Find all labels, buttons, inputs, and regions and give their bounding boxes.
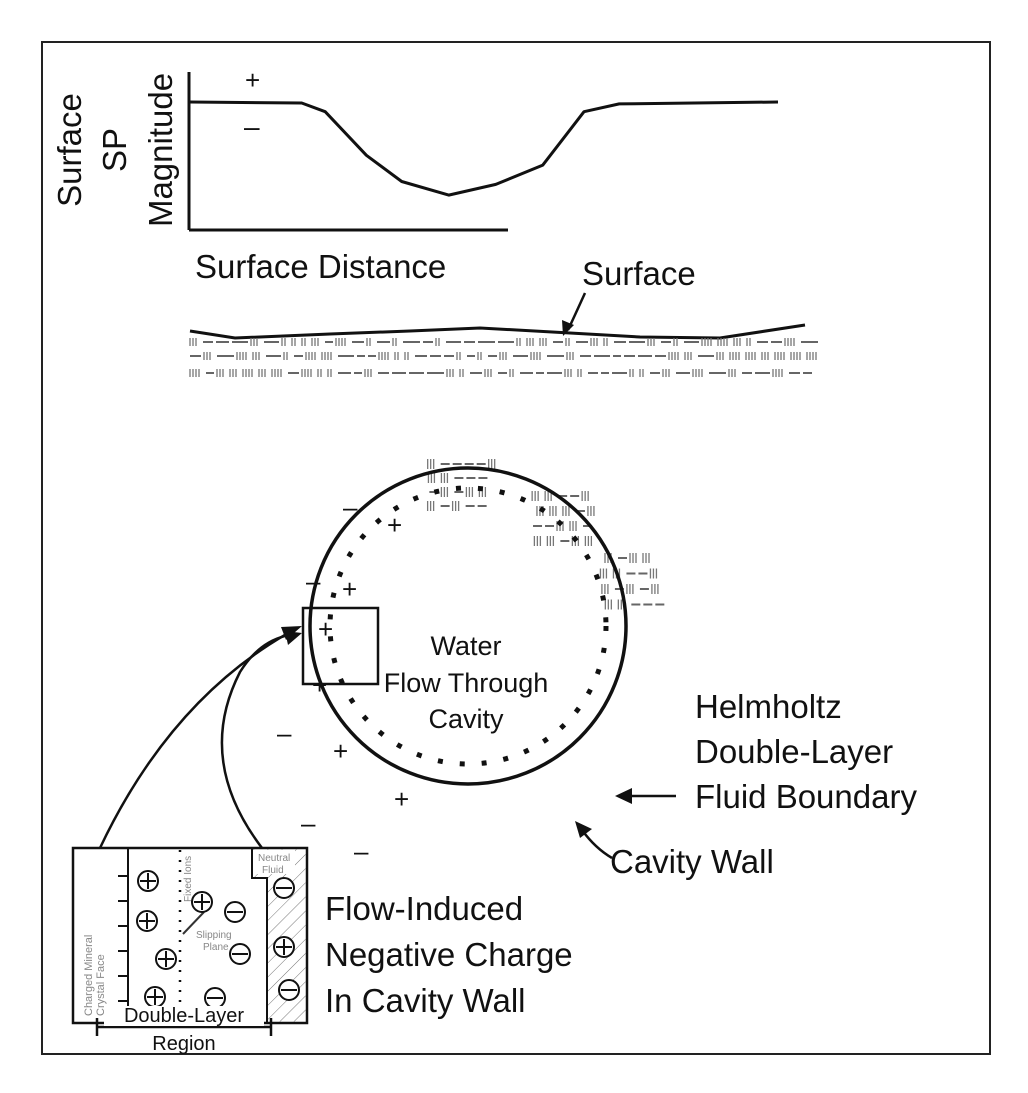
cavity-label-line-2: Flow Through: [384, 668, 549, 698]
crystal-face-ticks: [118, 875, 128, 1002]
slipping-plane-line-2: Plane: [203, 942, 229, 953]
region-label-line-2: Region: [152, 1033, 215, 1055]
helmholtz-label-line-2: Double-Layer: [695, 733, 893, 770]
neutral-fluid-line-1: Neutral: [258, 853, 290, 864]
cavity-label-line-3: Cavity: [428, 704, 504, 734]
cavity: Water Flow Through Cavity – + – + + + – …: [277, 466, 628, 866]
minus-charge: –: [343, 492, 358, 522]
sp-profile-curve: [189, 100, 779, 197]
cavity-wall-arrow: [580, 829, 613, 860]
fixed-ions-label: Fixed Ions: [183, 856, 194, 902]
y-label-line-3: Magnitude: [142, 73, 179, 227]
x-axis-label: Surface Distance: [195, 248, 446, 285]
neutral-fluid-label-bg: [253, 850, 295, 874]
minus-sign: –: [244, 111, 260, 142]
minus-charge: –: [301, 808, 316, 838]
surface-label: Surface: [582, 255, 696, 292]
zoom-connector-left: [98, 630, 291, 849]
zoom-box: [301, 606, 380, 686]
plus-charge: +: [342, 574, 357, 604]
plus-charge: +: [387, 510, 402, 540]
helmholtz-boundary-circle: [327, 485, 609, 767]
minus-charge: –: [306, 566, 321, 596]
plus-charge: +: [333, 736, 348, 766]
helmholtz-arrowhead: [615, 788, 632, 804]
flow-induced-line-1: Flow-Induced: [325, 890, 523, 927]
zoom-connector-right-head: [285, 631, 302, 645]
region-label-bg: [104, 1006, 264, 1026]
flow-induced-line-2: Negative Charge: [325, 936, 573, 973]
y-label-line-2: SP: [96, 128, 133, 172]
y-label-line-1: Surface: [51, 93, 88, 207]
cavity-wall-arrowhead: [575, 821, 592, 838]
callouts: Helmholtz Double-Layer Fluid Boundary Ca…: [98, 626, 917, 1019]
helmholtz-label-line-1: Helmholtz: [695, 688, 842, 725]
slipping-plane-pointer: [182, 911, 205, 935]
cavity-label-line-1: Water: [430, 631, 501, 661]
ground-surface: Surface: [189, 255, 818, 377]
crystal-face-label-line-1: Charged Mineral: [83, 935, 95, 1016]
rock-texture-clusters: [426, 459, 665, 610]
helmholtz-label-line-3: Fluid Boundary: [695, 778, 917, 815]
strata-texture: [189, 338, 818, 377]
minus-charge: –: [354, 836, 369, 866]
neutral-fluid-line-2: Fluid: [262, 865, 284, 876]
flow-induced-line-3: In Cavity Wall: [325, 982, 525, 1019]
cavity-charges: – + – + + + – + – + –: [277, 492, 409, 866]
plus-charge: +: [394, 784, 409, 814]
plus-sign: +: [245, 65, 260, 95]
outer-border: [41, 41, 991, 1055]
inset-ions: [136, 870, 300, 1009]
minus-charge: –: [277, 718, 292, 748]
zoom-connector-right: [220, 633, 291, 849]
slipping-plane-line-1: Slipping: [196, 930, 232, 941]
cavity-wall-label: Cavity Wall: [610, 843, 774, 880]
region-label-line-1: Double-Layer: [124, 1005, 244, 1027]
crystal-face-label-line-2: Crystal Face: [95, 954, 107, 1016]
surface-line: [189, 323, 806, 340]
plus-charge: +: [318, 614, 333, 644]
double-layer-inset: Neutral Fluid Charged Mineral Crystal Fa…: [71, 846, 309, 1055]
cavity-wall-circle: [308, 466, 628, 786]
sp-plot: + – Surface SP Magnitude Surface Distanc…: [51, 65, 779, 285]
